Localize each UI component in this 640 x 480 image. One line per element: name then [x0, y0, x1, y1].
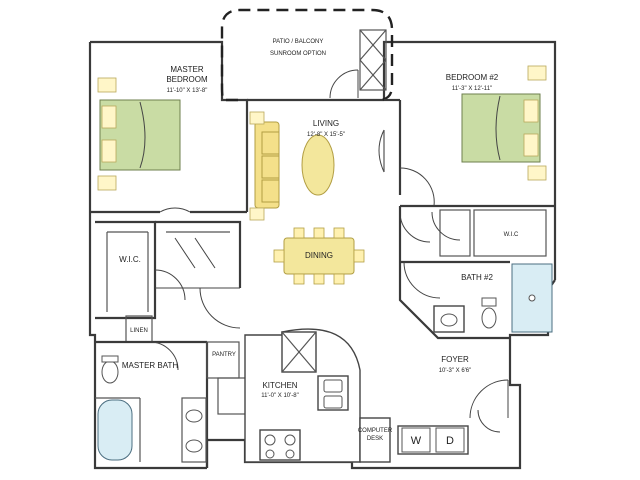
- kitchen-sink-2: [323, 395, 343, 409]
- master-sink-2: [185, 439, 203, 453]
- kitchen-label: KITCHEN: [262, 381, 297, 390]
- coffee-table: [301, 134, 335, 196]
- computer-desk-label-1: COMPUTER: [358, 428, 393, 434]
- wic-left-label: W.I.C.: [119, 255, 141, 264]
- living-dims: 12'-8" X 15'-5": [307, 132, 345, 138]
- foyer-dims: 10'-3" X 6'6": [439, 368, 472, 374]
- foyer: [359, 379, 509, 463]
- dryer-label: D: [446, 435, 454, 447]
- master-bedroom-dims: 11'-10" X 13'-8": [167, 88, 208, 94]
- master-bedroom-label-2: BEDROOM: [166, 75, 208, 84]
- living-room: [249, 111, 385, 221]
- foyer-label: FOYER: [441, 355, 469, 364]
- dining-label: DINING: [305, 251, 333, 260]
- computer-desk-label-2: DESK: [367, 436, 383, 442]
- master-bedroom-label-1: MASTER: [170, 65, 204, 74]
- master-bedroom: [90, 77, 247, 214]
- kitchen-dims: 11'-0" X 10'-8": [261, 393, 298, 399]
- patio-label-line1: PATIO / BALCONY: [273, 39, 324, 45]
- master-sink-1: [185, 409, 203, 423]
- sunroom-option-outline: [220, 8, 394, 102]
- bath2-label: BATH #2: [461, 273, 493, 282]
- patio-label-line2: SUNROOM OPTION: [270, 51, 326, 57]
- master-closet: [95, 220, 242, 329]
- burner-4: [285, 449, 295, 459]
- sink-2: [440, 313, 458, 327]
- patio-storage: [329, 29, 387, 99]
- kitchen: [206, 328, 361, 463]
- living-label: LIVING: [313, 119, 339, 128]
- master-toilet: [101, 360, 119, 384]
- bedroom2-label: BEDROOM #2: [446, 73, 499, 82]
- toilet-2: [481, 307, 497, 329]
- bedroom2-dims: 11'-3" X 12'-11": [452, 86, 492, 92]
- burner-1: [264, 434, 276, 446]
- washer-label: W: [411, 435, 422, 447]
- burner-3: [265, 449, 275, 459]
- kitchen-sink-1: [323, 379, 343, 393]
- pantry-label: PANTRY: [212, 352, 236, 358]
- wic-right-label: W.I.C: [504, 232, 519, 238]
- burner-2: [284, 434, 296, 446]
- master-bath-label: MASTER BATH: [122, 361, 179, 370]
- bath-2: [398, 206, 553, 340]
- bedroom-2: [384, 65, 555, 208]
- master-bath: [95, 315, 209, 468]
- washer: [401, 427, 431, 453]
- master-tub: [97, 399, 133, 461]
- dining-area: [273, 227, 365, 285]
- dryer: [435, 427, 465, 453]
- linen-label: LINEN: [130, 328, 148, 334]
